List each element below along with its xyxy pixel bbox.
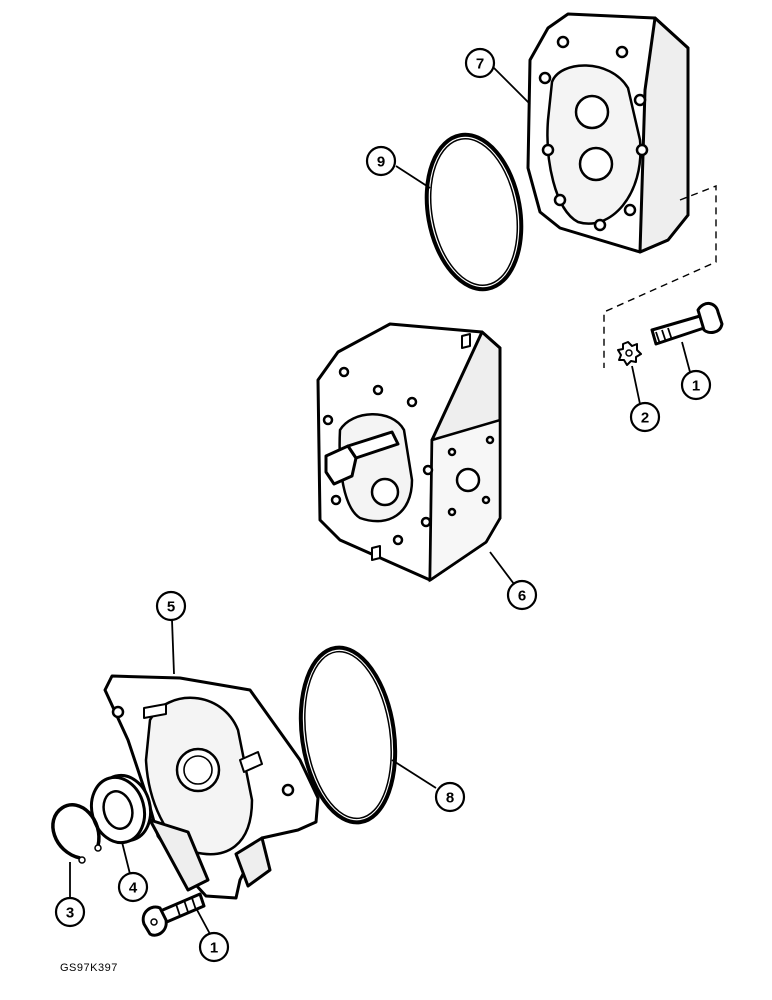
alignment-line	[603, 184, 717, 368]
callout-9: 9	[365, 145, 397, 177]
bolt-upper-part	[650, 302, 724, 346]
callout-2: 2	[629, 401, 661, 433]
callout-label: 4	[129, 880, 138, 897]
o-ring-front-part	[298, 645, 398, 825]
callout-label: 1	[692, 378, 700, 395]
callout-label: 2	[641, 410, 649, 427]
callout-label: 8	[446, 790, 454, 807]
callout-label: 3	[66, 905, 74, 922]
leader-9	[395, 165, 431, 189]
callout-7: 7	[464, 47, 496, 79]
figure-reference-code: GS97K397	[60, 962, 118, 974]
leader-2	[631, 365, 641, 405]
leader-6	[489, 551, 515, 585]
lock-washer-part	[617, 341, 642, 366]
callout-label: 6	[518, 588, 526, 605]
front-flange-part	[103, 674, 320, 900]
callout-3: 3	[54, 896, 86, 928]
bolt-lower-part	[141, 892, 206, 937]
callout-8: 8	[434, 781, 466, 813]
callout-4: 4	[117, 871, 149, 903]
o-ring-rear-part	[424, 132, 524, 292]
callout-1-upper: 1	[680, 369, 712, 401]
callout-1-lower: 1	[198, 931, 230, 963]
callout-5: 5	[155, 590, 187, 622]
back-cover-part	[526, 12, 690, 254]
callout-label: 7	[476, 56, 484, 73]
pump-body-part	[316, 322, 502, 583]
leader-4	[121, 841, 131, 875]
callout-6: 6	[506, 579, 538, 611]
shaft-seal-part	[89, 773, 153, 845]
leader-5	[171, 619, 175, 675]
callout-label: 1	[210, 940, 218, 957]
leader-7	[491, 65, 531, 105]
leader-8	[391, 759, 437, 789]
callout-label: 5	[167, 599, 175, 616]
leader-1-lower	[195, 907, 211, 935]
leader-lines	[69, 65, 691, 935]
leader-1-upper	[681, 341, 691, 373]
callout-label: 9	[377, 154, 385, 171]
snap-ring-part	[51, 803, 102, 864]
